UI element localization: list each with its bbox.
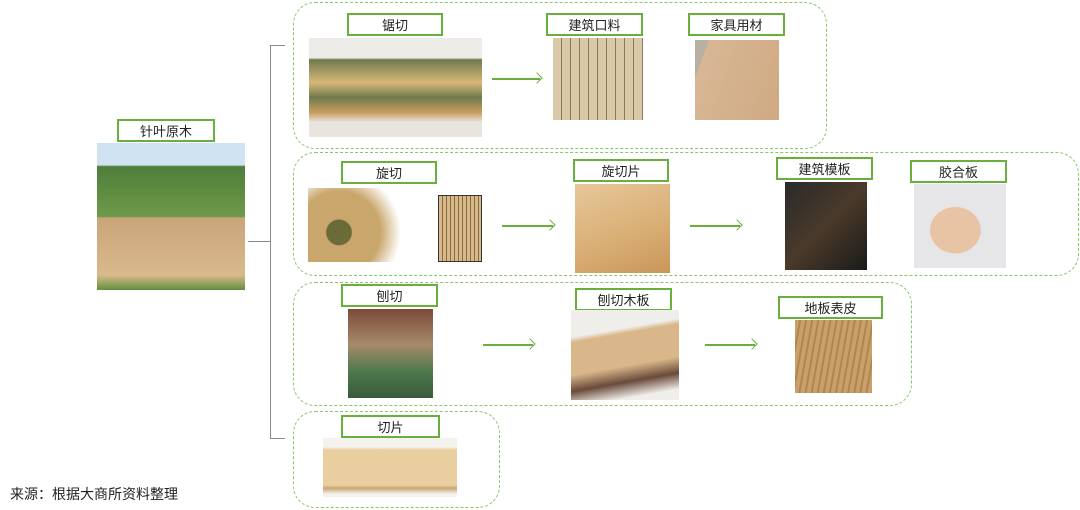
label-rotary-veneer: 旋切片 — [573, 159, 669, 182]
label-plywood: 胶合板 — [910, 160, 1007, 183]
arrow-icon — [483, 344, 533, 346]
arrow-icon — [690, 225, 740, 227]
veneer-sheet-image — [438, 195, 482, 262]
label-flooring-veneer: 地板表皮 — [778, 296, 883, 319]
arrow-icon — [502, 225, 553, 227]
group-slicing — [293, 411, 500, 508]
source-note: 来源：根据大商所资料整理 — [10, 487, 178, 503]
bracket-tick — [270, 45, 285, 46]
planed-board-image — [571, 310, 679, 400]
flooring-veneer-image — [795, 320, 872, 393]
rotary-veneer-image — [575, 184, 670, 273]
sawn-log-image — [309, 38, 482, 137]
formwork-board-image — [785, 182, 867, 270]
connector-line — [248, 241, 270, 242]
sliced-wood-image — [323, 438, 457, 497]
label-furniture-wood: 家具用材 — [688, 13, 785, 36]
arrow-icon — [705, 344, 755, 346]
label-sawing: 锯切 — [347, 13, 443, 36]
bracket-tick — [270, 438, 285, 439]
softwood-logs-image — [97, 143, 245, 290]
construction-lumber-image — [553, 38, 643, 120]
label-rotary-cutting: 旋切 — [341, 161, 437, 184]
arrow-icon — [492, 78, 540, 80]
furniture-wood-image — [695, 40, 779, 120]
label-planed-board: 刨切木板 — [575, 288, 672, 311]
rotary-cut-log-image — [308, 188, 432, 262]
bracket-line — [270, 45, 271, 438]
group-sawing — [293, 2, 827, 149]
group-rotary-cutting — [293, 152, 1079, 276]
label-slicing: 切片 — [341, 415, 440, 438]
label-planing: 刨切 — [341, 284, 438, 307]
group-planing — [293, 282, 912, 406]
label-formwork: 建筑模板 — [776, 157, 873, 180]
label-construction-lumber: 建筑口料 — [546, 13, 643, 36]
planing-machine-image — [348, 309, 433, 398]
root-label: 针叶原木 — [117, 119, 215, 142]
plywood-image — [914, 184, 1006, 268]
